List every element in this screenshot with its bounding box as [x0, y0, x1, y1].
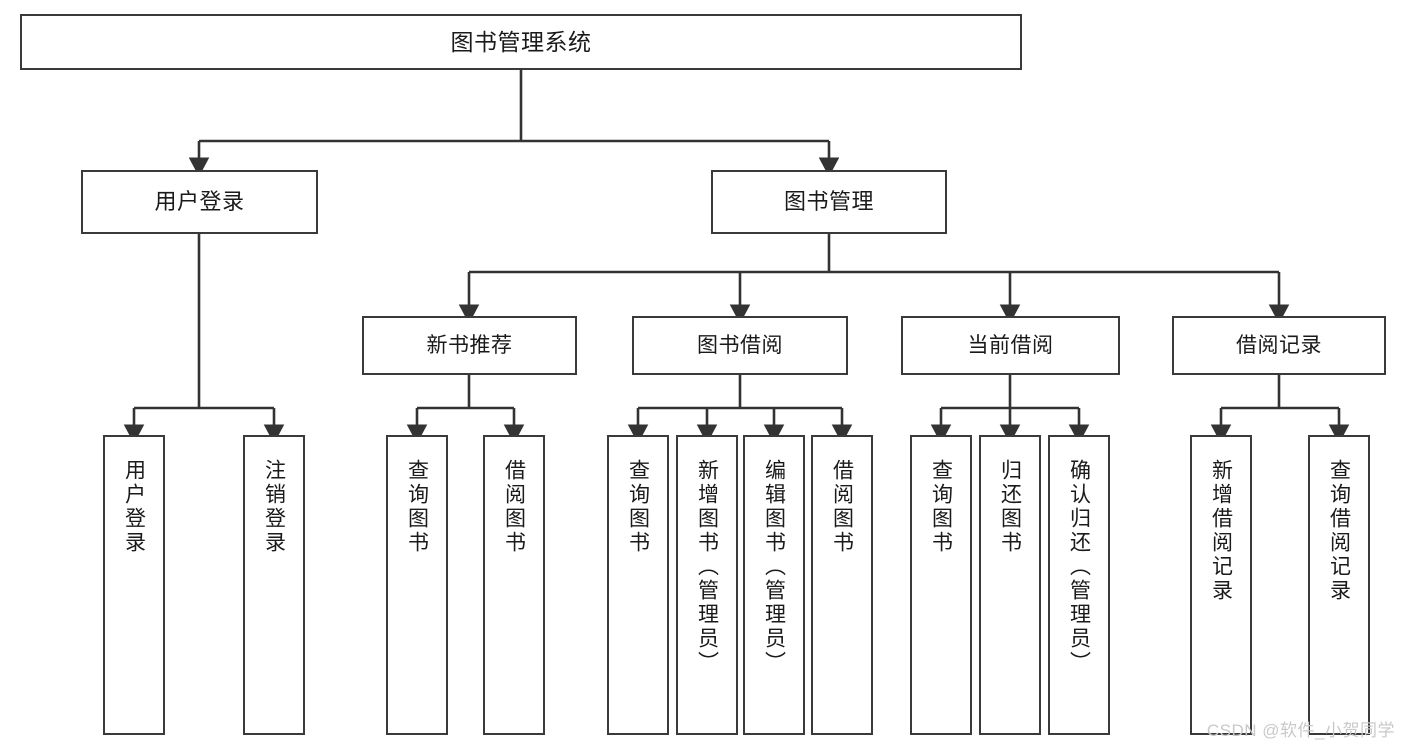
node-borrow-record[interactable]: 借阅记录 — [1172, 316, 1386, 375]
node-label: 确认归还（管理员） — [1067, 459, 1091, 675]
node-label: 借阅图书 — [502, 459, 526, 555]
node-label: 新书推荐 — [426, 333, 513, 357]
node-label: 图书管理 — [783, 188, 874, 214]
node-user-login[interactable]: 用户登录 — [81, 170, 318, 234]
node-leaf-query-book-1[interactable]: 查询图书 — [386, 435, 448, 735]
node-label: 借阅图书 — [830, 459, 854, 555]
node-leaf-confirm-return[interactable]: 确认归还（管理员） — [1048, 435, 1110, 735]
node-label: 用户登录 — [154, 188, 245, 214]
node-leaf-logout[interactable]: 注销登录 — [243, 435, 305, 735]
node-leaf-user-login[interactable]: 用户登录 — [103, 435, 165, 735]
node-new-book-recommend[interactable]: 新书推荐 — [362, 316, 577, 375]
node-book-manage[interactable]: 图书管理 — [711, 170, 947, 234]
node-label: 图书管理系统 — [450, 28, 592, 55]
node-label: 新增借阅记录 — [1209, 459, 1233, 603]
node-label: 查询图书 — [405, 459, 429, 555]
node-label: 借阅记录 — [1236, 333, 1322, 357]
node-leaf-borrow-book-1[interactable]: 借阅图书 — [483, 435, 545, 735]
node-label: 查询图书 — [929, 459, 953, 555]
node-leaf-borrow-book-2[interactable]: 借阅图书 — [811, 435, 873, 735]
node-label: 编辑图书（管理员） — [762, 459, 786, 675]
node-leaf-add-record[interactable]: 新增借阅记录 — [1190, 435, 1252, 735]
node-root-system[interactable]: 图书管理系统 — [20, 14, 1022, 70]
watermark-text: CSDN @软件_小贺同学 — [1206, 721, 1395, 740]
node-leaf-edit-book[interactable]: 编辑图书（管理员） — [743, 435, 805, 735]
node-label: 新增图书（管理员） — [695, 459, 719, 675]
node-label: 查询图书 — [626, 459, 650, 555]
node-book-borrow[interactable]: 图书借阅 — [632, 316, 848, 375]
node-label: 图书借阅 — [697, 333, 783, 357]
node-leaf-query-record[interactable]: 查询借阅记录 — [1308, 435, 1370, 735]
node-label: 归还图书 — [998, 459, 1022, 555]
node-label: 查询借阅记录 — [1327, 459, 1351, 603]
node-leaf-return-book[interactable]: 归还图书 — [979, 435, 1041, 735]
node-leaf-query-book-3[interactable]: 查询图书 — [910, 435, 972, 735]
node-label: 当前借阅 — [967, 333, 1054, 357]
node-leaf-add-book[interactable]: 新增图书（管理员） — [676, 435, 738, 735]
node-label: 注销登录 — [262, 459, 286, 555]
node-label: 用户登录 — [122, 459, 146, 555]
node-current-borrow[interactable]: 当前借阅 — [901, 316, 1120, 375]
node-leaf-query-book-2[interactable]: 查询图书 — [607, 435, 669, 735]
